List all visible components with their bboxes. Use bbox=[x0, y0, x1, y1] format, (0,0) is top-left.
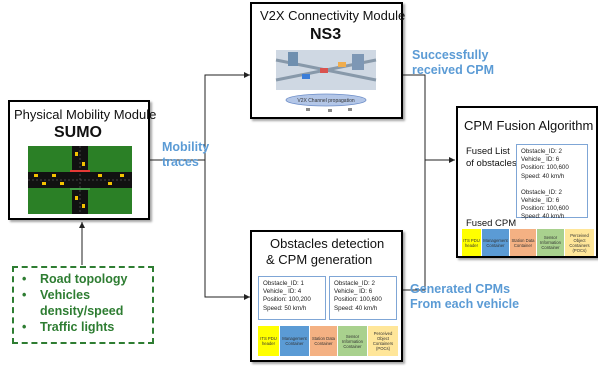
v2x-caption: V2X Channel propagation bbox=[297, 98, 354, 104]
fused-entry-2-line-4: Speed: 40 km/h bbox=[521, 213, 565, 221]
fused-cpm-strip: ITS PDU header Management Container Stat… bbox=[462, 229, 594, 256]
ns3-label: NS3 bbox=[310, 26, 342, 43]
fused-entry-2-line-2: Vehicle_ ID: 6 bbox=[521, 197, 560, 205]
fused-entry-1-line-1: Obstacle_ID: 2 bbox=[521, 148, 562, 155]
card2-line-2: Vehicle_ ID: 6 bbox=[334, 288, 373, 296]
mobility-line-2: traces bbox=[162, 155, 199, 169]
sumo-intersection-image bbox=[28, 146, 132, 214]
gen-seg-poc: Perceived Object Containers (POCs) bbox=[368, 326, 398, 356]
ns3-to-fusion-line bbox=[403, 74, 426, 160]
input-bullet-1: • bbox=[22, 272, 27, 286]
generated-line-2: From each vehicle bbox=[410, 297, 520, 311]
gen-seg-its-header: ITS PDU header bbox=[258, 326, 280, 356]
physical-module-title: Physical Mobility Module bbox=[14, 107, 157, 122]
obstacles-module-box: Obstacles detection & CPM generation Obs… bbox=[250, 230, 403, 362]
input-bullet-3: • bbox=[22, 320, 27, 334]
card1-line-3: Position: 100,200 bbox=[263, 296, 311, 304]
successfully-line-1: Successfully bbox=[412, 48, 489, 62]
input-road-topology: Road topology bbox=[40, 272, 128, 286]
gen-seg-station-data: Station Data Container bbox=[310, 326, 338, 356]
trace-to-ns3-arrow bbox=[204, 72, 250, 160]
fused-cpm-label: Fused CPM bbox=[466, 218, 517, 229]
input-density-speed: density/speed bbox=[40, 304, 124, 318]
fusion-module-title: CPM Fusion Algorithm bbox=[464, 118, 594, 133]
obstacle-card-2: Obstacle_ID: 2 Vehicle_ ID: 6 Position: … bbox=[329, 276, 397, 320]
obstacles-to-fusion-line bbox=[403, 160, 426, 291]
fused-seg-poc: Perceived Object Containers (POCs) bbox=[565, 229, 594, 256]
fused-seg-its-header: ITS PDU header bbox=[462, 229, 482, 256]
v2x-illustration: V2X Channel propagation bbox=[275, 50, 377, 112]
gen-seg-management: Management Container bbox=[280, 326, 310, 356]
generated-cpm-strip: ITS PDU header Management Container Stat… bbox=[258, 326, 398, 356]
fused-seg-management: Management Container bbox=[482, 229, 510, 256]
card1-line-2: Vehicle_ ID: 4 bbox=[263, 288, 302, 296]
fused-seg-sensor-info: Sensor Information Container bbox=[537, 229, 565, 256]
card2-line-3: Position: 100,600 bbox=[334, 296, 382, 304]
fused-entry-2-line-1: Obstacle_ID: 2 bbox=[521, 188, 562, 196]
successfully-received-label: Successfully received CPM bbox=[412, 48, 494, 78]
fused-seg-station-data: Station Data Container bbox=[510, 229, 537, 256]
obstacle-card-1: Obstacle_ID: 1 Vehicle_ ID: 4 Position: … bbox=[258, 276, 326, 320]
mobility-line-1: Mobility bbox=[162, 140, 210, 154]
fusion-module-box: CPM Fusion Algorithm Fused List of obsta… bbox=[456, 106, 598, 258]
mobility-traces-label: Mobility traces bbox=[162, 140, 209, 170]
input-traffic-lights: Traffic lights bbox=[40, 320, 115, 334]
v2x-module-box: V2X Connectivity Module NS3 V2X Channel … bbox=[250, 2, 406, 119]
fused-entry-1-line-4: Speed: 40 km/h bbox=[521, 172, 565, 180]
obstacles-title-line-1: Obstacles detection bbox=[270, 236, 385, 251]
generated-cpms-label: Generated CPMs From each vehicle bbox=[410, 282, 519, 312]
card1-line-1: Obstacle_ID: 1 bbox=[263, 280, 304, 287]
inputs-box: • Road topology • Vehicles density/speed… bbox=[12, 266, 154, 344]
card2-line-4: Speed: 40 km/h bbox=[334, 304, 378, 312]
fused-obstacle-card: Obstacle_ID: 2 Vehicle_ ID: 6 Position: … bbox=[516, 144, 588, 221]
trace-to-obstacles-arrow bbox=[204, 160, 250, 300]
generated-line-1: Generated CPMs bbox=[410, 282, 511, 296]
card1-line-4: Speed: 50 km/h bbox=[263, 304, 307, 312]
card2-line-1: Obstacle_ID: 2 bbox=[334, 280, 375, 287]
physical-module-box: Physical Mobility Module SUMO bbox=[8, 100, 156, 220]
fused-entry-1-line-2: Vehicle_ ID: 6 bbox=[521, 156, 560, 164]
input-bullet-2: • bbox=[22, 288, 27, 302]
successfully-line-2: received CPM bbox=[412, 63, 494, 77]
obstacles-title-line-2: & CPM generation bbox=[266, 252, 373, 267]
sumo-label: SUMO bbox=[54, 124, 102, 141]
input-vehicles: Vehicles bbox=[40, 288, 91, 302]
gen-seg-sensor-info: Sensor Information Container bbox=[338, 326, 368, 356]
fused-entry-1-line-3: Position: 100,600 bbox=[521, 164, 569, 172]
fused-list-label: Fused List of obstacles bbox=[466, 146, 517, 169]
v2x-module-title: V2X Connectivity Module bbox=[260, 8, 406, 23]
fused-entry-2-line-3: Position: 100,600 bbox=[521, 205, 569, 213]
